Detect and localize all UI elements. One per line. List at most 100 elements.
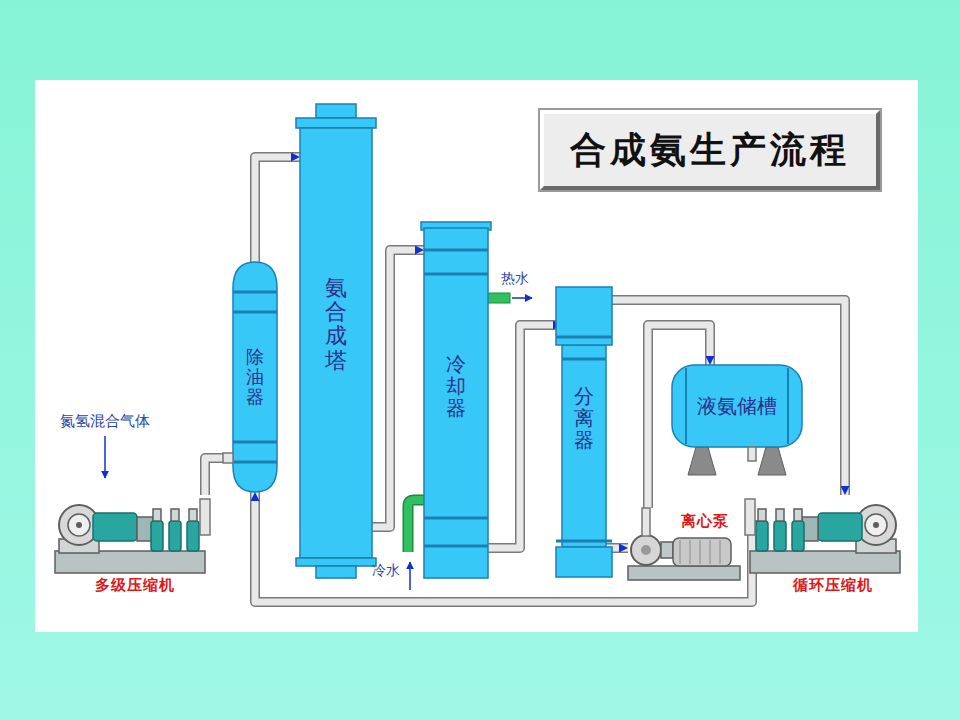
equipment-label: 除油器 xyxy=(246,347,264,406)
equipment-node: 冷却器 xyxy=(424,228,488,578)
pump-eye xyxy=(641,545,651,555)
white-panel xyxy=(35,80,918,632)
tank-leg xyxy=(688,447,716,475)
machine-base xyxy=(750,551,900,573)
flow-note: 氮氢混合气体 xyxy=(60,412,150,431)
hot-water-pipe xyxy=(486,293,510,303)
top-cap xyxy=(316,104,356,118)
tank-leg xyxy=(758,447,786,475)
feed-arrow xyxy=(104,436,106,478)
pipe-wall xyxy=(255,157,300,262)
inlet-nozzle xyxy=(223,453,233,463)
separator-head xyxy=(556,287,612,345)
pipe-wall xyxy=(372,250,424,527)
pump-base xyxy=(628,566,740,580)
pump-casing xyxy=(631,535,661,565)
stage-cylinder xyxy=(151,521,163,551)
band-ring xyxy=(424,545,488,548)
pump-motor xyxy=(673,538,731,566)
equipment-node: 离心泵 xyxy=(628,508,743,582)
drain-nozzle xyxy=(748,447,756,461)
equipment-label: 分离器 xyxy=(574,385,594,451)
band-ring xyxy=(233,441,277,444)
stage-valve xyxy=(189,509,197,521)
motor-fin xyxy=(710,540,711,564)
outlet-nozzle xyxy=(745,499,755,535)
pulley-hub xyxy=(865,514,887,536)
bottom-flange xyxy=(296,558,376,566)
motor-fin xyxy=(680,540,681,564)
machine-label: 多级压缩机 xyxy=(95,576,175,595)
pipe-bore xyxy=(606,300,845,495)
hot-water-arrow xyxy=(512,297,532,299)
band-ring xyxy=(424,517,488,520)
coupling xyxy=(661,542,673,558)
pipe-bore xyxy=(255,157,300,262)
band-ring xyxy=(556,336,612,339)
motor-fin xyxy=(690,540,691,564)
pipe-connector xyxy=(488,325,562,548)
equipment-label: 液氨储槽 xyxy=(697,393,777,420)
stage-valve xyxy=(153,509,161,521)
stage-cylinder xyxy=(774,521,786,551)
band-ring xyxy=(562,358,606,361)
pipe-bore xyxy=(372,250,424,527)
band-ring xyxy=(424,273,488,276)
machine-label: 循环压缩机 xyxy=(793,576,873,595)
tank-seam xyxy=(685,368,687,444)
title-box: 合成氨生产流程 xyxy=(540,110,880,190)
equipment-node: 分离器 xyxy=(562,287,606,577)
compressor-drawing xyxy=(55,499,210,573)
pulley-axle xyxy=(873,522,879,528)
equipment-node: 液氨储槽 xyxy=(672,365,802,447)
motor-fin xyxy=(720,540,721,564)
cylinder-block xyxy=(818,513,862,541)
tank-outline xyxy=(672,365,802,447)
band-ring xyxy=(233,461,277,464)
stage-valve xyxy=(794,509,802,521)
machine-base xyxy=(55,551,205,573)
band-ring xyxy=(233,311,277,314)
pump-outlet xyxy=(642,508,650,536)
equipment-label: 冷却器 xyxy=(446,353,466,419)
stage-cylinder xyxy=(756,521,768,551)
vessel-outline xyxy=(233,262,277,492)
pipe-connector xyxy=(372,250,424,527)
tower-body xyxy=(300,128,372,558)
separator-base xyxy=(556,547,612,577)
cold-water-arrow xyxy=(409,562,411,590)
pipe-connector xyxy=(255,157,300,262)
compressor-drawing xyxy=(745,499,900,573)
stage-cylinder xyxy=(187,521,199,551)
band-ring xyxy=(233,291,277,294)
pipe-connector xyxy=(606,300,845,495)
cooler-body xyxy=(424,228,488,578)
band-ring xyxy=(424,249,488,252)
flow-note: 冷水 xyxy=(372,562,400,580)
motor-fin xyxy=(700,540,701,564)
equipment-node: 循环压缩机 xyxy=(765,495,900,597)
equipment-node: 除油器 xyxy=(233,262,277,492)
pipe-bore xyxy=(488,325,562,548)
stage-valve xyxy=(776,509,784,521)
pipe-wall xyxy=(488,325,562,548)
outlet-nozzle xyxy=(200,499,210,535)
band-ring xyxy=(556,540,612,543)
pipe-wall xyxy=(606,300,845,495)
equipment-label: 氨合成塔 xyxy=(325,276,347,373)
equipment-node: 氨合成塔 xyxy=(300,128,372,558)
stage-valve xyxy=(758,509,766,521)
top-flange xyxy=(296,118,376,128)
stage-cylinder xyxy=(792,521,804,551)
pulley-hub xyxy=(68,514,90,536)
stage-cylinder xyxy=(169,521,181,551)
separator-body xyxy=(562,345,606,547)
bottom-cap xyxy=(316,566,356,578)
cylinder-block xyxy=(93,513,137,541)
stage-valve xyxy=(171,509,179,521)
tank-seam xyxy=(787,368,789,444)
flow-note: 热水 xyxy=(501,270,529,288)
equipment-node: 多级压缩机 xyxy=(55,495,215,597)
pulley-axle xyxy=(76,522,82,528)
